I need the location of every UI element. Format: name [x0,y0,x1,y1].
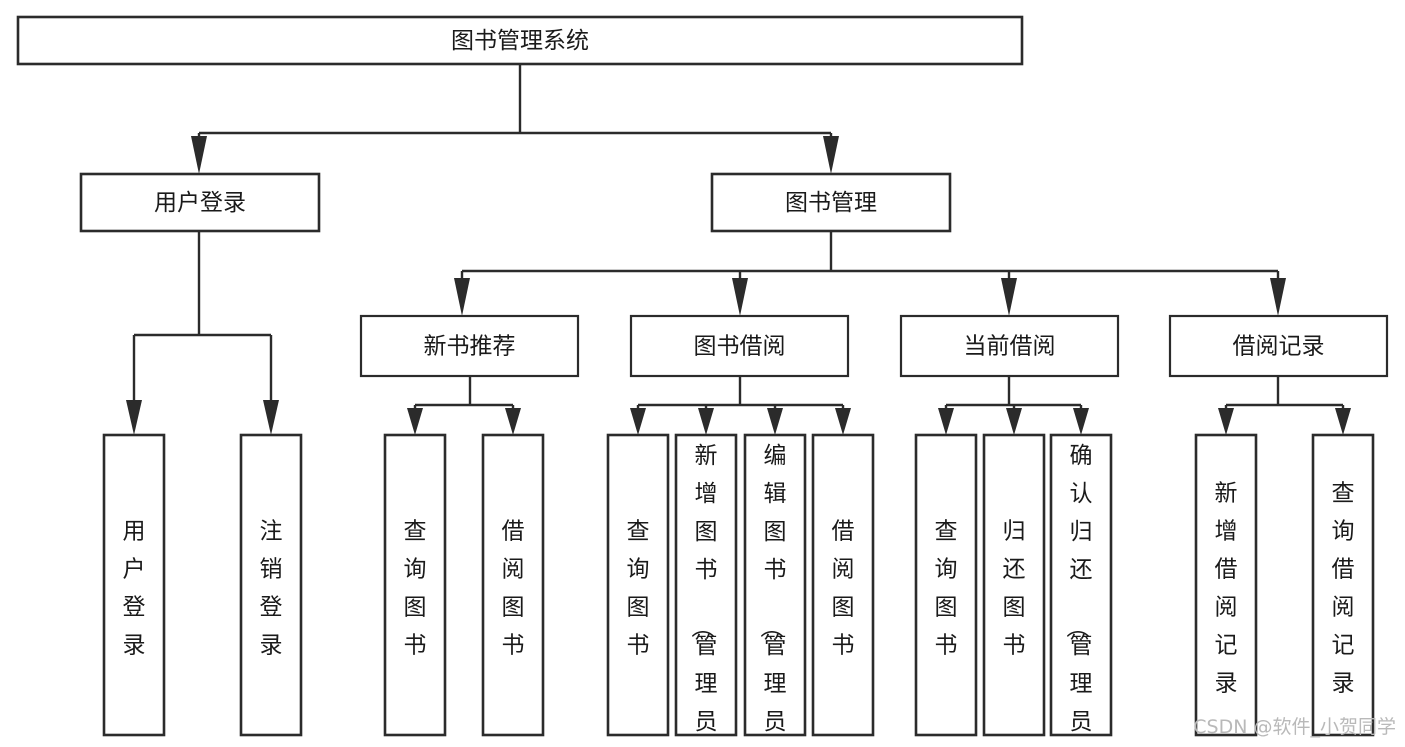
node-leaf-query-book-borrow-label: 查询图书 [627,519,650,659]
node-new-book-recommend-box[interactable] [359,314,580,378]
node-leaf-borrow-book-recommend[interactable]: 借阅图书 [481,433,545,737]
node-current-borrow-label: 当前借阅 [964,334,1056,360]
node-leaf-borrow-book-recommend-box[interactable] [481,433,545,737]
node-leaf-query-book-current-box[interactable] [914,433,978,737]
node-book-borrow[interactable]: 图书借阅 [629,314,850,378]
node-current-borrow[interactable]: 当前借阅 [899,314,1120,378]
arrow-head-leaf-query-book-borrow [630,408,646,435]
node-leaf-logout-box[interactable] [239,433,303,737]
node-leaf-user-login-label: 用户登录 [123,519,146,659]
node-leaf-add-borrow-record-label: 新增借阅记录 [1215,481,1238,697]
arrow-head-leaf-borrow-book-recommend [505,408,521,435]
node-book-manage-label: 图书管理 [785,190,877,216]
arrow-head-leaf-query-book-current [938,408,954,435]
arrow-head-current-borrow [1001,278,1017,316]
node-leaf-borrow-book[interactable]: 借阅图书 [811,433,875,737]
arrow-head-new-book-recommend [454,278,470,316]
node-root-label: 图书管理系统 [451,28,589,54]
arrow-head-book-borrow [732,278,748,316]
arrow-head-leaf-logout [263,400,279,435]
node-book-manage-box[interactable] [710,172,952,233]
arrow-head-user-login [191,136,207,174]
node-book-manage[interactable]: 图书管理 [710,172,952,233]
node-leaf-add-book-admin[interactable]: 新增图书（管理员） [674,433,738,747]
node-leaf-add-borrow-record-box[interactable] [1194,433,1258,737]
node-leaf-confirm-return-admin-box[interactable] [1049,433,1113,737]
node-borrow-record[interactable]: 借阅记录 [1168,314,1389,378]
node-leaf-return-book-label: 归还图书 [1003,519,1026,659]
arrow-head-leaf-query-borrow-record [1335,408,1351,435]
node-borrow-record-box[interactable] [1168,314,1389,378]
node-leaf-borrow-book-label: 借阅图书 [832,519,855,659]
csdn-watermark: CSDN @软件_小贺同学 [1193,716,1396,738]
node-leaf-borrow-book-box[interactable] [811,433,875,737]
node-leaf-return-book[interactable]: 归还图书 [982,433,1046,737]
arrow-head-leaf-borrow-book [835,408,851,435]
node-root[interactable]: 图书管理系统 [16,15,1024,66]
node-leaf-logout[interactable]: 注销登录 [239,433,303,737]
arrow-head-leaf-query-book-recommend [407,408,423,435]
node-leaf-confirm-return-admin-label: 确认归还（管理员） [1064,443,1093,747]
node-book-borrow-label: 图书借阅 [694,334,786,360]
node-book-borrow-box[interactable] [629,314,850,378]
node-leaf-borrow-book-recommend-label: 借阅图书 [502,519,525,659]
node-leaf-edit-book-admin-box[interactable] [743,433,807,737]
node-leaf-edit-book-admin[interactable]: 编辑图书（管理员） [743,433,807,747]
arrow-head-borrow-record [1270,278,1286,316]
arrow-head-leaf-add-borrow-record [1218,408,1234,435]
node-current-borrow-box[interactable] [899,314,1120,378]
arrow-head-leaf-user-login [126,400,142,435]
node-leaf-query-book-current[interactable]: 查询图书 [914,433,978,737]
node-leaf-query-book-current-label: 查询图书 [935,519,958,659]
node-leaf-confirm-return-admin[interactable]: 确认归还（管理员） [1049,433,1113,747]
node-leaf-query-book-borrow-box[interactable] [606,433,670,737]
arrow-head-leaf-return-book [1006,408,1022,435]
node-leaf-user-login-box[interactable] [102,433,166,737]
connector-layer [126,64,1351,435]
node-leaf-query-book-recommend-label: 查询图书 [404,519,427,659]
arrow-head-leaf-add-book-admin [698,408,714,435]
node-new-book-recommend-label: 新书推荐 [424,334,516,360]
node-leaf-query-borrow-record-label: 查询借阅记录 [1332,481,1355,697]
node-leaf-query-book-recommend[interactable]: 查询图书 [383,433,447,737]
node-root-box[interactable] [16,15,1024,66]
node-user-login[interactable]: 用户登录 [79,172,321,233]
node-user-login-box[interactable] [79,172,321,233]
node-leaf-add-borrow-record[interactable]: 新增借阅记录 [1194,433,1258,737]
node-leaf-logout-label: 注销登录 [260,519,283,659]
node-leaf-query-borrow-record-box[interactable] [1311,433,1375,737]
node-leaf-query-borrow-record[interactable]: 查询借阅记录 [1311,433,1375,737]
node-new-book-recommend[interactable]: 新书推荐 [359,314,580,378]
arrow-head-leaf-confirm-return-admin [1073,408,1089,435]
node-user-login-label: 用户登录 [154,190,246,216]
node-leaf-add-book-admin-label: 新增图书（管理员） [689,443,718,747]
node-leaf-return-book-box[interactable] [982,433,1046,737]
node-leaf-add-book-admin-box[interactable] [674,433,738,737]
arrow-head-leaf-edit-book-admin [767,408,783,435]
leaf-node-layer: 用户登录 注销登录 查询图书 借阅图书 查询图书 新增图书（管理员） 编辑图书（管理员） 借阅… [102,433,1375,747]
arrow-head-book-manage [823,136,839,174]
node-leaf-query-book-recommend-box[interactable] [383,433,447,737]
node-leaf-user-login[interactable]: 用户登录 [102,433,166,737]
node-leaf-edit-book-admin-label: 编辑图书（管理员） [758,443,787,747]
node-borrow-record-label: 借阅记录 [1233,334,1325,360]
node-leaf-query-book-borrow[interactable]: 查询图书 [606,433,670,737]
